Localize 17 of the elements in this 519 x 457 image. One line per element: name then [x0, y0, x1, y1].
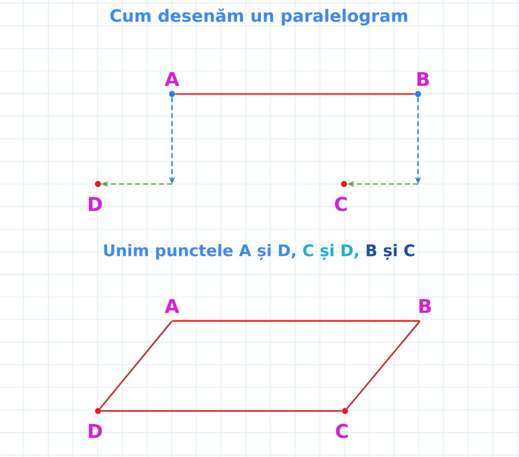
- segment: [172, 320, 420, 322]
- segment: [99, 320, 172, 410]
- point-label: D: [88, 197, 102, 211]
- segment: [346, 320, 420, 410]
- point-label: A: [164, 299, 180, 313]
- point-label: B: [418, 72, 429, 86]
- segment: [175, 93, 415, 95]
- subtitle-text: Unim punctele A și D,: [104, 244, 296, 260]
- point-label: B: [420, 299, 431, 313]
- subtitle-text: B și C: [366, 244, 414, 260]
- point-label: C: [336, 424, 348, 438]
- point-label: D: [88, 424, 102, 438]
- subtitle-text: C și D,: [303, 244, 358, 260]
- segment: [101, 410, 342, 412]
- point-label: A: [164, 72, 180, 86]
- point-label: C: [334, 196, 347, 212]
- title: Cum desenăm un paralelogram: [110, 8, 408, 26]
